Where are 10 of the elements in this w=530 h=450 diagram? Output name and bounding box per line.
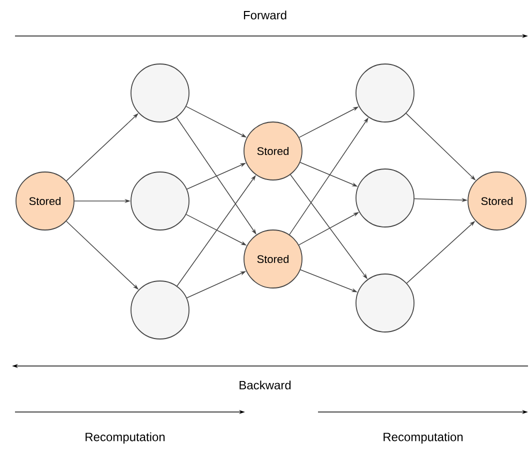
empty-node-circle	[130, 280, 190, 340]
arrow-label: Recomputation	[86, 432, 165, 444]
empty-node-circle	[130, 172, 190, 230]
arrow-label: Recomputation	[384, 432, 463, 444]
empty-node-circle	[356, 64, 414, 122]
empty-node-circle	[356, 168, 414, 228]
empty-node-circle	[356, 274, 414, 332]
empty-node-circle	[130, 64, 190, 122]
arrow-label: Backward	[240, 380, 291, 390]
arrow-label: Forward	[244, 10, 286, 20]
